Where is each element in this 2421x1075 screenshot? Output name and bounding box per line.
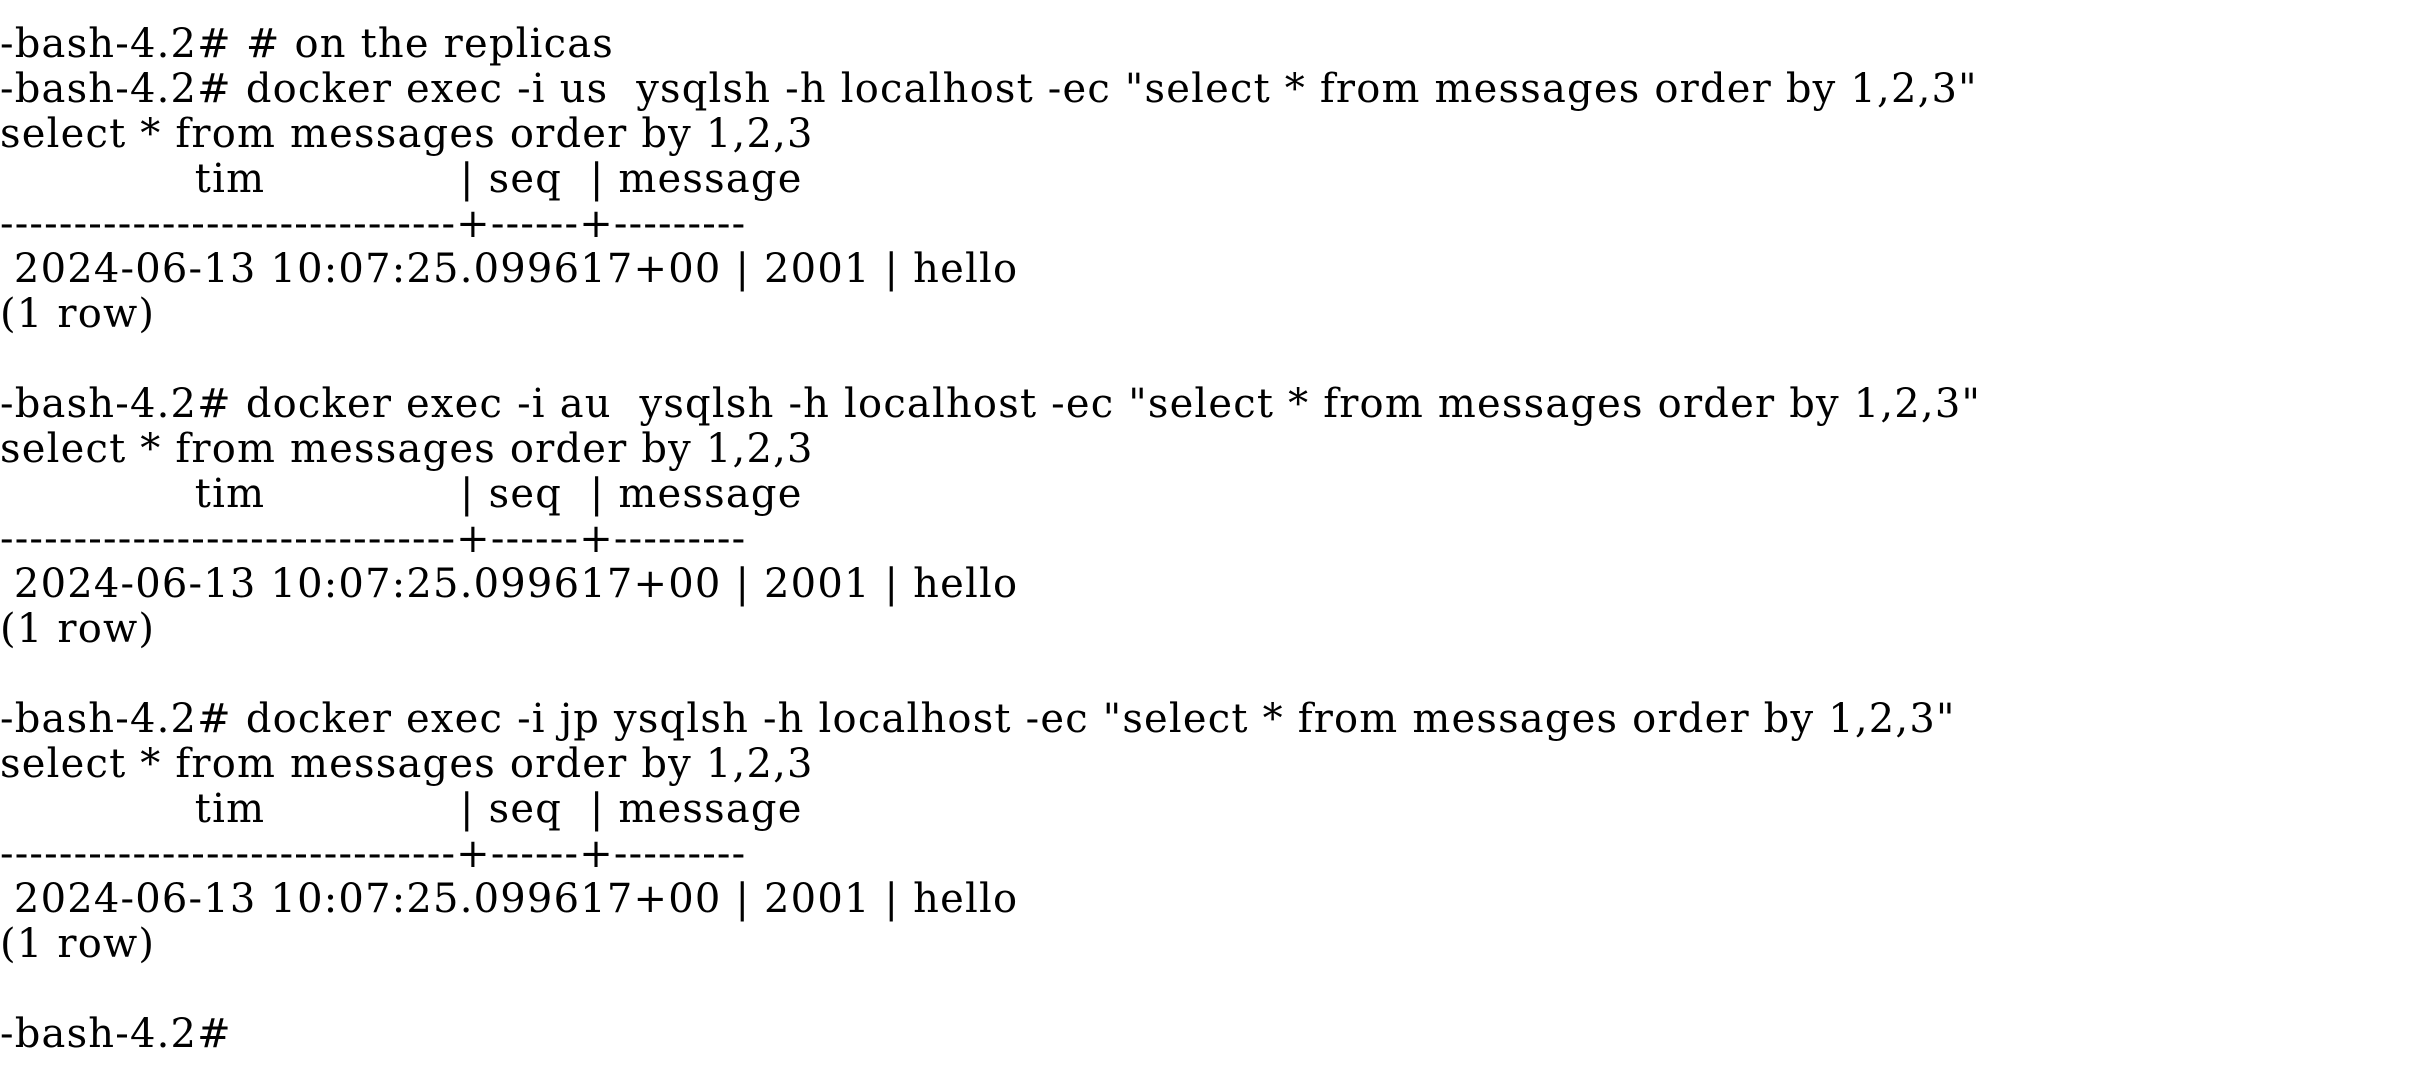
shell-comment-line: -bash-4.2# # on the replicas	[0, 21, 614, 67]
result-table-header: tim | seq | message	[0, 786, 803, 832]
row-count-line: (1 row)	[0, 606, 156, 652]
row-count-line: (1 row)	[0, 291, 156, 337]
echoed-query-line: select * from messages order by 1,2,3	[0, 741, 814, 787]
result-table-row: 2024-06-13 10:07:25.099617+00 | 2001 | h…	[0, 246, 1019, 292]
result-table-separator: -------------------------------+------+-…	[0, 201, 747, 247]
result-table-separator: -------------------------------+------+-…	[0, 831, 747, 877]
result-table-separator: -------------------------------+------+-…	[0, 516, 747, 562]
blank-line	[0, 967, 2421, 1012]
result-table-row: 2024-06-13 10:07:25.099617+00 | 2001 | h…	[0, 876, 1019, 922]
blank-line	[0, 337, 2421, 382]
command-line-jp: -bash-4.2# docker exec -i jp ysqlsh -h l…	[0, 696, 1956, 742]
row-count-line: (1 row)	[0, 921, 156, 967]
echoed-query-line: select * from messages order by 1,2,3	[0, 111, 814, 157]
echoed-query-line: select * from messages order by 1,2,3	[0, 426, 814, 472]
result-table-header: tim | seq | message	[0, 471, 803, 517]
command-line-au: -bash-4.2# docker exec -i au ysqlsh -h l…	[0, 381, 1982, 427]
command-line-us: -bash-4.2# docker exec -i us ysqlsh -h l…	[0, 66, 1978, 112]
result-table-row: 2024-06-13 10:07:25.099617+00 | 2001 | h…	[0, 561, 1019, 607]
blank-line	[0, 652, 2421, 697]
shell-prompt[interactable]: -bash-4.2#	[0, 1011, 232, 1057]
result-table-header: tim | seq | message	[0, 156, 803, 202]
